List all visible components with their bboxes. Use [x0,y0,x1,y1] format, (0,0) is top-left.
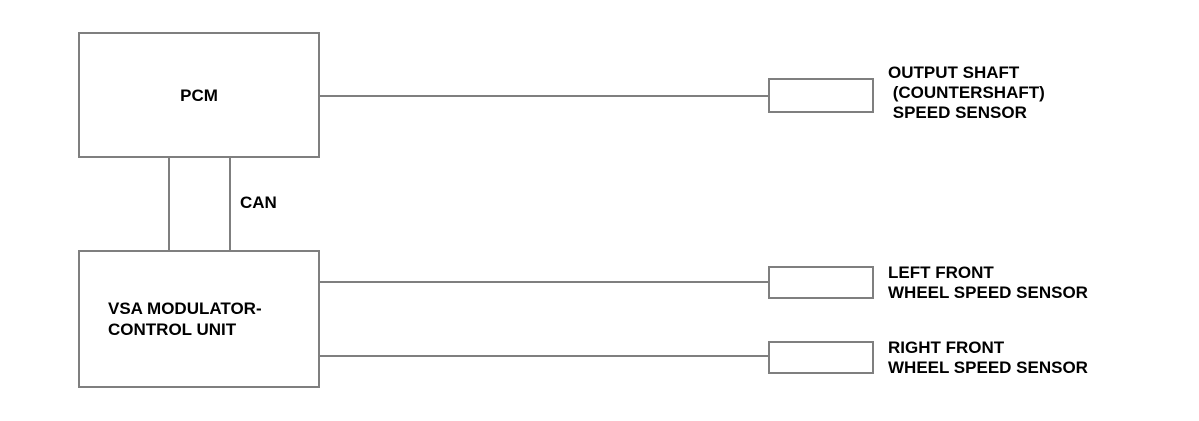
can-label: CAN [240,193,277,212]
vsa-modulator-control-unit-box: VSA MODULATOR- CONTROL UNIT [78,250,320,388]
connector-vsa-to-right-front-sensor [320,355,768,357]
sensor-label-right-front-wheel: RIGHT FRONT WHEEL SPEED SENSOR [888,338,1088,377]
can-bus-line-left [168,158,170,250]
sensor-box-output-shaft [768,78,874,113]
sensor-label-left-front-wheel: LEFT FRONT WHEEL SPEED SENSOR [888,263,1088,302]
can-bus-line-right [229,158,231,250]
sensor-label-output-shaft: OUTPUT SHAFT (COUNTERSHAFT) SPEED SENSOR [888,63,1045,122]
connector-vsa-to-left-front-sensor [320,281,768,283]
pcm-box: PCM [78,32,320,158]
vsa-modulator-control-unit-label: VSA MODULATOR- CONTROL UNIT [108,299,262,339]
pcm-label: PCM [180,85,218,105]
sensor-box-right-front-wheel [768,341,874,374]
connector-pcm-to-output-shaft-sensor [320,95,768,97]
sensor-box-left-front-wheel [768,266,874,299]
